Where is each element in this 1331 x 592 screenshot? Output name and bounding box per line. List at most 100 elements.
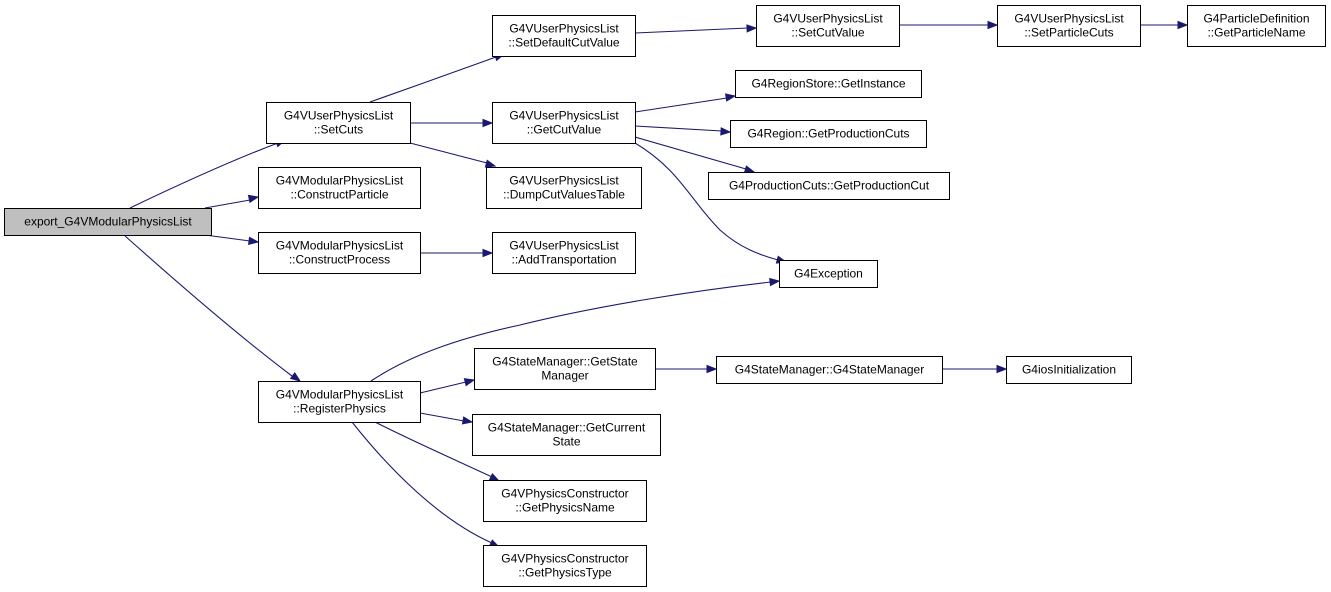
arrowhead-icon <box>746 24 758 33</box>
arrowhead-icon <box>743 165 756 174</box>
node-box[interactable] <box>756 5 900 47</box>
edge-setdefaultcutvalue-to-setcutvalue <box>634 24 758 34</box>
node-label-line: Manager <box>541 369 588 383</box>
node-box[interactable] <box>492 15 636 57</box>
node-box[interactable] <box>258 381 421 423</box>
node-dumpcutvaluestable[interactable]: G4VUserPhysicsList::DumpCutValuesTable <box>486 167 642 209</box>
node-box[interactable] <box>258 167 421 209</box>
arrowhead-icon <box>724 93 737 102</box>
node-setcutvalue[interactable]: G4VUserPhysicsList::SetCutValue <box>756 5 900 47</box>
edge-line <box>123 234 293 377</box>
node-label-line: G4StateManager::GetState <box>492 355 638 369</box>
node-box[interactable] <box>1187 5 1326 47</box>
edge-line <box>370 281 772 382</box>
node-box[interactable] <box>483 545 647 587</box>
edge-line <box>374 421 493 478</box>
edge-line <box>634 97 728 113</box>
node-label-line: G4iosInitialization <box>1022 363 1116 377</box>
node-label-line: ::GetParticleName <box>1207 26 1305 40</box>
node-getproductioncuts[interactable]: G4Region::GetProductionCuts <box>730 120 927 148</box>
node-box[interactable] <box>258 232 421 274</box>
arrowhead-icon <box>484 159 497 168</box>
node-label-line: export_G4VModularPhysicsList <box>24 215 192 229</box>
node-addtransportation[interactable]: G4VUserPhysicsList::AddTransportation <box>492 232 636 274</box>
edge-line <box>351 421 493 544</box>
node-getproductioncut[interactable]: G4ProductionCuts::GetProductionCut <box>708 172 950 200</box>
node-root[interactable]: export_G4VModularPhysicsList <box>4 208 212 236</box>
node-box[interactable] <box>474 348 656 390</box>
edge-getcutvalue-to-getproductioncut <box>634 136 756 174</box>
arrowhead-icon <box>488 473 501 482</box>
edge-line <box>369 56 497 103</box>
edge-root-to-constructprocess <box>204 234 260 245</box>
edge-constructprocess-to-addtransportation <box>420 248 494 258</box>
node-g4exception[interactable]: G4Exception <box>779 260 878 288</box>
node-constructprocess[interactable]: G4VModularPhysicsList::ConstructProcess <box>258 232 421 274</box>
node-label-line: G4VUserPhysicsList <box>509 109 619 123</box>
node-setdefaultcutvalue[interactable]: G4VUserPhysicsList::SetDefaultCutValue <box>492 15 636 57</box>
edge-registerphysics-to-g4exception <box>370 277 781 382</box>
node-getphysicstype[interactable]: G4VPhysicsConstructor::GetPhysicsType <box>483 545 647 587</box>
node-box[interactable] <box>492 102 636 144</box>
edge-getcutvalue-to-g4exception <box>634 142 788 264</box>
node-statemanagerctor[interactable]: G4StateManager::G4StateManager <box>716 356 943 384</box>
arrowhead-icon <box>720 127 732 136</box>
node-box[interactable] <box>716 356 943 384</box>
node-label-line: ::GetCutValue <box>527 123 602 137</box>
edge-setcuts-to-getcutvalue <box>410 118 494 128</box>
node-label-line: G4VUserPhysicsList <box>509 22 619 36</box>
edge-getstatemanager-to-statemanagerctor <box>655 364 718 374</box>
node-setparticlecuts[interactable]: G4VUserPhysicsList::SetParticleCuts <box>997 5 1141 47</box>
arrowhead-icon <box>461 416 474 425</box>
arrowhead-icon <box>706 364 718 374</box>
node-box[interactable] <box>730 120 927 148</box>
node-box[interactable] <box>735 70 922 98</box>
node-setcuts[interactable]: G4VUserPhysicsList::SetCuts <box>266 102 411 144</box>
node-constructparticle[interactable]: G4VModularPhysicsList::ConstructParticle <box>258 167 421 209</box>
edge-line <box>634 136 747 170</box>
node-box[interactable] <box>779 260 878 288</box>
node-label-line: G4VPhysicsConstructor <box>501 552 628 566</box>
node-label-line: G4VModularPhysicsList <box>276 174 404 188</box>
node-box[interactable] <box>483 480 647 522</box>
node-label-line: G4VModularPhysicsList <box>276 239 404 253</box>
node-getparticlename[interactable]: G4ParticleDefinition::GetParticleName <box>1187 5 1326 47</box>
node-getcutvalue[interactable]: G4VUserPhysicsList::GetCutValue <box>492 102 636 144</box>
edge-registerphysics-to-getstatemanager <box>419 378 476 394</box>
node-box[interactable] <box>486 167 642 209</box>
node-box[interactable] <box>472 414 661 456</box>
arrowhead-icon <box>482 118 494 128</box>
node-getphysicsname[interactable]: G4VPhysicsConstructor::GetPhysicsName <box>483 480 647 522</box>
node-label-line: G4StateManager::GetCurrent <box>488 421 646 435</box>
edge-root-to-constructparticle <box>204 194 260 209</box>
arrowhead-icon <box>987 20 999 30</box>
node-box[interactable] <box>997 5 1141 47</box>
node-box[interactable] <box>708 172 950 200</box>
arrowhead-icon <box>1177 20 1189 30</box>
node-label-line: ::GetPhysicsType <box>518 566 612 580</box>
node-label-line: G4VModularPhysicsList <box>276 388 404 402</box>
edge-line <box>419 412 465 422</box>
node-label-line: ::SetDefaultCutValue <box>508 36 620 50</box>
node-box[interactable] <box>492 232 636 274</box>
arrowhead-icon <box>248 236 260 245</box>
node-box[interactable] <box>4 208 212 236</box>
edge-line <box>409 142 488 164</box>
node-registerphysics[interactable]: G4VModularPhysicsList::RegisterPhysics <box>258 381 421 423</box>
node-label-line: ::GetPhysicsName <box>515 501 615 515</box>
node-iosinit[interactable]: G4iosInitialization <box>1006 356 1132 384</box>
edge-getcutvalue-to-getproductioncuts <box>634 125 732 136</box>
node-label-line: ::SetCutValue <box>791 26 864 40</box>
node-label-line: ::ConstructProcess <box>289 253 390 267</box>
edge-setcutvalue-to-setparticlecuts <box>899 20 999 30</box>
node-label-line: G4Exception <box>794 267 863 281</box>
node-regionstore[interactable]: G4RegionStore::GetInstance <box>735 70 922 98</box>
node-box[interactable] <box>1006 356 1132 384</box>
node-box[interactable] <box>266 102 411 144</box>
node-label-line: ::SetParticleCuts <box>1024 26 1113 40</box>
node-label-line: G4VUserPhysicsList <box>284 109 394 123</box>
edge-registerphysics-to-getcurrentstate <box>419 412 474 425</box>
node-label-line: G4ProductionCuts::GetProductionCut <box>729 179 930 193</box>
